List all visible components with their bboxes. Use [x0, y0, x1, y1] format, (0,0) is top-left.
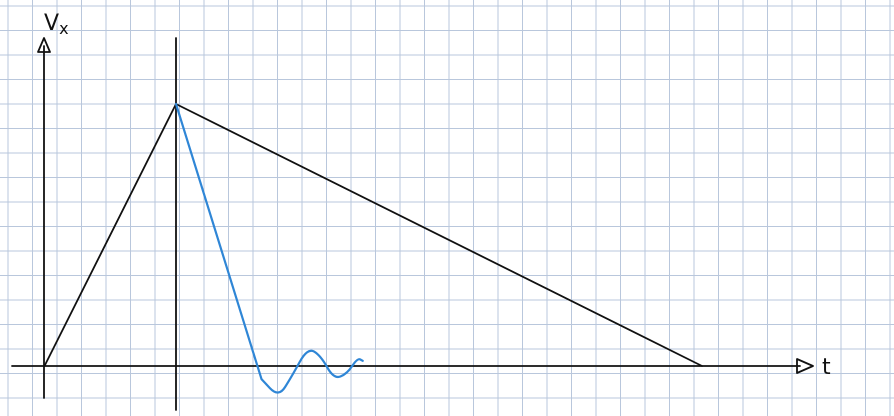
- ringing-response-series: [174, 102, 364, 394]
- y-axis-label-subscript: x: [59, 19, 68, 38]
- y-axis-label-main: V: [44, 11, 59, 36]
- x-axis-label: t: [822, 355, 831, 380]
- curves-group: [43, 102, 703, 394]
- x-axis-arrow-icon: [796, 358, 814, 374]
- y-axis-arrow-icon: [37, 37, 51, 53]
- y-axis-label: Vx: [44, 11, 69, 38]
